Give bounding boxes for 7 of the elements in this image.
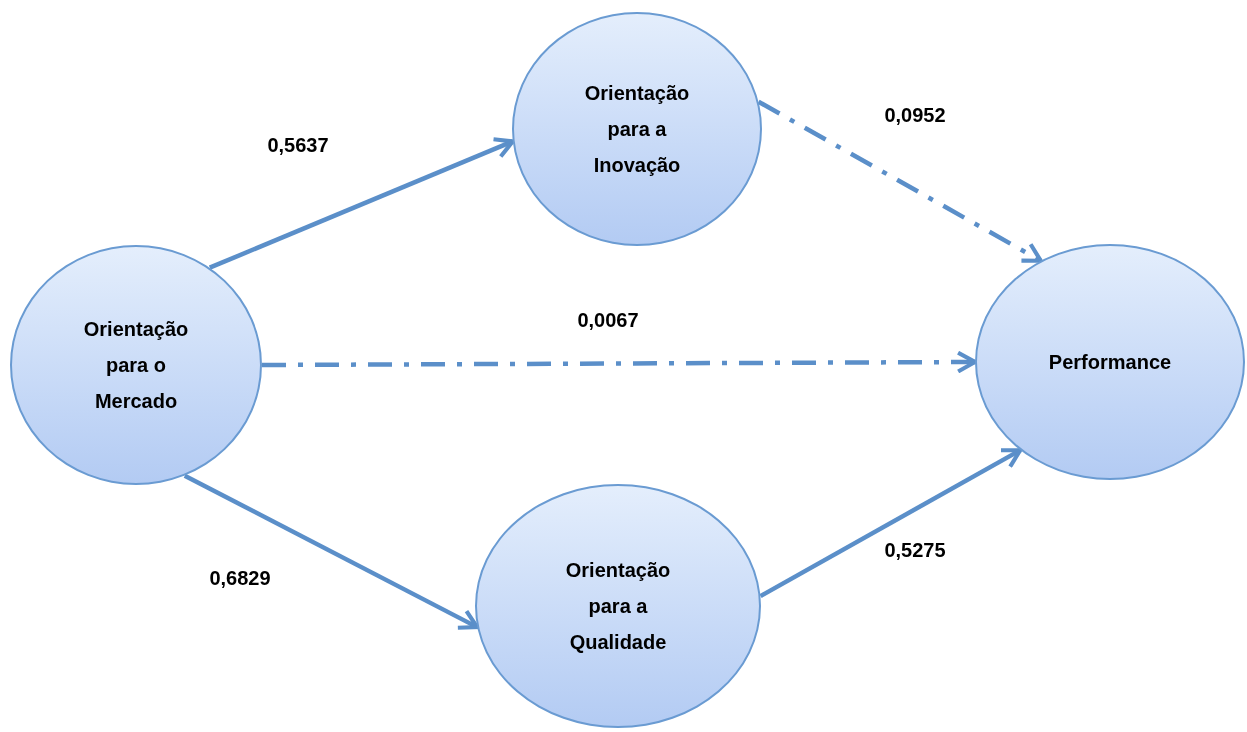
node-label: Orientação para a Qualidade (564, 558, 672, 655)
arrow (208, 137, 515, 270)
arrow (757, 99, 1043, 263)
node-label: Performance (1048, 350, 1172, 375)
arrow (759, 448, 1023, 599)
node-label: Orientação para a Inovação (583, 81, 691, 178)
node-label: Orientação para o Mercado (82, 317, 190, 414)
